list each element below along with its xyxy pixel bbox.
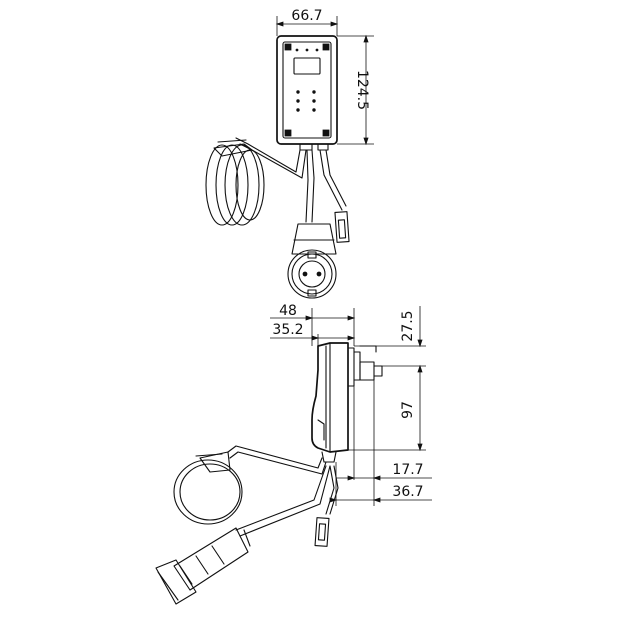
side-cable-glands (321, 451, 337, 463)
controller-housing (276, 35, 338, 145)
mounting-bracket (347, 345, 383, 387)
display-window (293, 57, 321, 75)
side-height-label: 97 (400, 401, 416, 419)
front-height-dimension (337, 34, 374, 146)
side-power-cable (235, 465, 331, 537)
side-power-socket (155, 527, 251, 605)
front-width-dimension (275, 16, 339, 36)
side-width-outer-label: 48 (279, 303, 297, 319)
side-bottom-outer-label: 36.7 (392, 484, 423, 500)
power-socket (287, 223, 337, 299)
front-width-label: 66.7 (291, 8, 322, 24)
side-pump-cable (314, 465, 339, 547)
side-bottom-dimensions (329, 380, 432, 506)
side-right-dimensions (348, 306, 426, 452)
pump-cable (319, 149, 350, 243)
side-bottom-inner-label: 17.7 (392, 462, 423, 478)
side-top-offset-label: 27.5 (400, 310, 416, 341)
power-cable (305, 149, 315, 223)
cable-glands (299, 143, 329, 151)
housing-side-profile (311, 342, 349, 453)
pipe-clamp (205, 139, 265, 226)
side-pipe-clamp (173, 451, 243, 525)
side-width-inner-label: 35.2 (272, 322, 303, 338)
side-sensor-cable (227, 445, 327, 475)
side-top-dimensions (270, 308, 356, 346)
side-view: 48 35.2 27.5 97 17.7 36.7 (155, 303, 432, 605)
front-height-label: 124.5 (354, 70, 370, 110)
front-view: 66.7 124.5 (205, 8, 374, 299)
sensor-cable (235, 137, 307, 179)
